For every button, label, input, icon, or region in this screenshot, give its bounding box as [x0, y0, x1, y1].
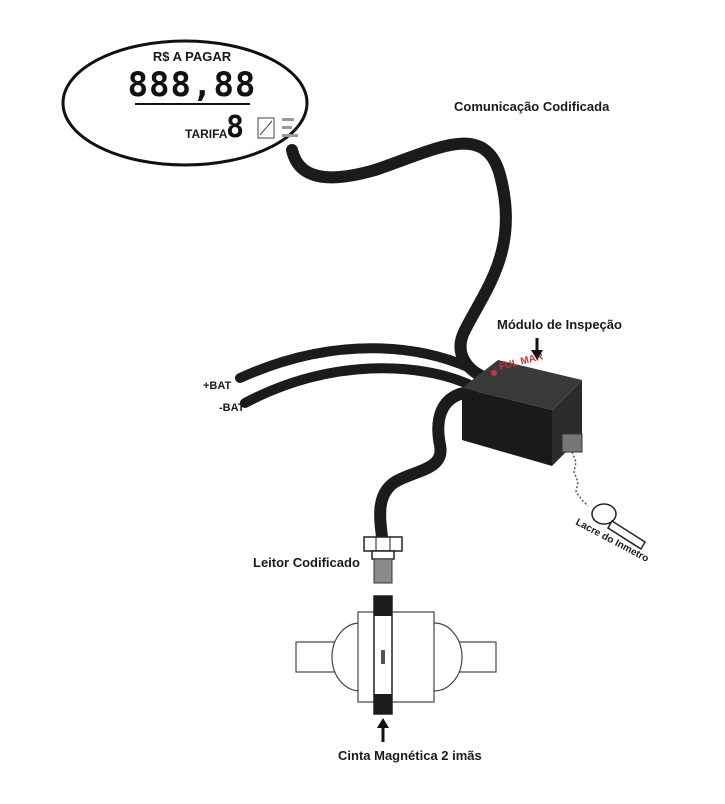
seal-handle — [606, 519, 647, 551]
display-mini-text — [282, 134, 298, 137]
seal-chain — [571, 451, 589, 507]
cables — [235, 137, 512, 551]
reader-neck — [371, 550, 395, 560]
display-header: R$ A PAGAR — [153, 49, 232, 64]
cable-bat-minus — [240, 363, 475, 408]
module-led — [491, 370, 497, 376]
arrow-belt-head — [377, 718, 389, 728]
display-amount: 888,88 — [128, 65, 257, 105]
inspection-module: FUL MAR — [462, 351, 582, 466]
cable-reader — [374, 386, 476, 551]
magnet-bottom — [374, 694, 392, 714]
inmetro-seal — [561, 433, 647, 551]
belt-mark — [381, 650, 385, 664]
arrow-module-head — [531, 350, 543, 360]
shaft-housing — [357, 611, 435, 703]
label-bat-plus: +BAT — [203, 380, 231, 392]
label-cinta: Cinta Magnética 2 imãs — [338, 748, 482, 763]
reader-assembly — [363, 536, 403, 584]
display-mini-text — [282, 118, 294, 121]
display-tarifa-label: TARIFA — [185, 127, 228, 141]
label-comunicacao: Comunicação Codificada — [454, 99, 610, 114]
reader-nut — [363, 536, 403, 552]
label-bat-minus: -BAT — [219, 402, 245, 414]
display-tarifa-digit: 8 — [226, 110, 244, 145]
display-status-mark — [259, 120, 273, 136]
cable-communication — [286, 137, 512, 384]
transmission-shaft — [295, 595, 497, 715]
display-mini-text — [282, 126, 292, 129]
label-modulo: Módulo de Inspeção — [497, 317, 622, 332]
arrow-belt — [377, 718, 389, 742]
module-side-face — [552, 380, 582, 466]
seal-connector — [561, 433, 583, 453]
arrow-module — [531, 338, 543, 360]
module-front-face — [462, 388, 552, 466]
cable-bat-plus — [235, 343, 475, 383]
label-leitor: Leitor Codificado — [253, 555, 360, 570]
magnet-top — [374, 596, 392, 616]
display-bubble: R$ A PAGAR 888,88 TARIFA 8 — [61, 39, 309, 167]
seal-body — [591, 503, 617, 525]
reader-thread — [373, 558, 393, 584]
